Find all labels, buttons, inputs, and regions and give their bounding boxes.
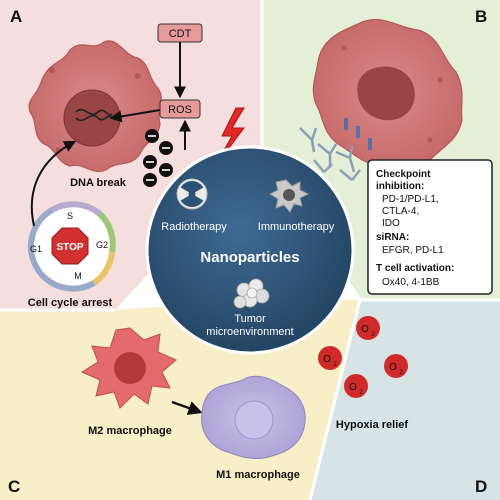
panel-label-c: C [8, 477, 20, 496]
phase-arc-m [92, 251, 115, 286]
m2-to-m1-arrow [171, 400, 203, 415]
oxygen-molecule: O 2 [356, 316, 380, 340]
nanoparticles-title: Nanoparticles [200, 249, 299, 266]
oxygen-subscript: 2 [359, 390, 363, 396]
cell-dot [427, 137, 433, 143]
m1-macrophage-label: M1 macrophage [216, 469, 300, 481]
antibody-icon [299, 127, 318, 153]
oxygen-subscript: 2 [333, 362, 337, 368]
hypoxia-relief-label: Hypoxia relief [336, 419, 408, 431]
phase-arc-g2 [97, 211, 116, 253]
m1-macrophage-nucleus [234, 400, 274, 440]
cycle-to-dna-arrow [30, 140, 77, 227]
immunotherapy-label: Immunotherapy [258, 221, 335, 233]
m2-macrophage [80, 327, 177, 409]
radiotherapy-label: Radiotherapy [161, 221, 227, 233]
dna-helix-icon [75, 114, 113, 122]
oxygen-symbol: O [389, 362, 397, 373]
m1-macrophage [201, 375, 306, 459]
m2-macrophage-label: M2 macrophage [88, 425, 172, 437]
ros-to-dna-arrow [109, 109, 161, 123]
cell-dot [49, 67, 55, 73]
panel-d-background [310, 300, 500, 500]
checkpoint-title-line2: inhibition: [376, 181, 424, 192]
dna-helix-icon [75, 108, 113, 116]
antibody-cluster [299, 118, 372, 181]
panel-label-d: D [475, 477, 487, 496]
dna-break-cell [28, 40, 162, 172]
oxygen-molecules: O 2 O 2 O 2 O 2 [318, 316, 408, 398]
phase-arc-s [50, 201, 102, 217]
phase-arc-g1 [27, 207, 96, 292]
oxygen-subscript: 2 [371, 332, 375, 338]
phase-label-g1: G1 [30, 244, 42, 254]
cell-cycle-wheel: STOP S G1 G2 M [27, 201, 116, 292]
cell-dot [135, 73, 141, 79]
tumor-spheroid-icon [233, 278, 270, 309]
sirna-title: siRNA: [376, 232, 409, 243]
tumor-cell-b [312, 18, 463, 167]
oxygen-symbol: O [361, 324, 369, 335]
tcell-item: Ox40, 4-1BB [382, 277, 440, 288]
tumor-microenvironment-line1: Tumor [234, 313, 266, 325]
sirna-item: EFGR, PD-L1 [382, 245, 444, 256]
radiation-icon [176, 178, 208, 210]
antibody-icon [339, 169, 361, 181]
tumor-cell-nucleus [357, 66, 415, 121]
cell-dot [437, 77, 443, 83]
cell-dot [341, 45, 347, 51]
tumor-microenvironment-line2: microenvironment [206, 326, 293, 338]
quadrant-divider [308, 299, 362, 500]
receptor-icon [368, 138, 372, 150]
oxygen-molecule: O 2 [318, 346, 342, 370]
cdt-label: CDT [169, 28, 192, 40]
panel-label-b: B [475, 7, 487, 26]
dna-break-label: DNA break [70, 177, 127, 189]
panel-label-a: A [10, 7, 22, 26]
receptor-icon [344, 118, 348, 130]
immune-cell-icon [268, 179, 310, 213]
stop-sign-icon [51, 227, 89, 265]
receptor-icon [356, 126, 360, 138]
antibody-icon [335, 145, 356, 173]
oxygen-subscript: 2 [399, 370, 403, 376]
cell-cycle-arrest-label: Cell cycle arrest [28, 297, 113, 309]
phase-label-m: M [74, 271, 82, 281]
oxygen-molecule: O 2 [384, 354, 408, 378]
checkpoint-item: PD-1/PD-L1, [382, 194, 439, 205]
oxygen-symbol: O [349, 382, 357, 393]
stop-sign-label: STOP [56, 242, 83, 253]
ros-box [159, 99, 201, 119]
checkpoint-item: CTLA-4, [382, 206, 419, 217]
phase-label-g2: G2 [96, 240, 108, 250]
ros-label: ROS [168, 104, 192, 116]
phase-label-s: S [67, 211, 73, 221]
checkpoint-title-line1: Checkpoint [376, 169, 431, 180]
oxygen-symbol: O [323, 354, 331, 365]
immunotherapy-info-box: Checkpoint inhibition: PD-1/PD-L1, CTLA-… [367, 159, 493, 295]
m2-macrophage-nucleus [114, 352, 146, 384]
nanoparticle-hub: Radiotherapy Immunotherapy Nanoparticles… [145, 145, 355, 355]
checkpoint-item: IDO [382, 218, 400, 229]
antibody-icon [313, 159, 333, 173]
tcell-title: T cell activation: [376, 263, 454, 274]
oxygen-molecule: O 2 [344, 374, 368, 398]
